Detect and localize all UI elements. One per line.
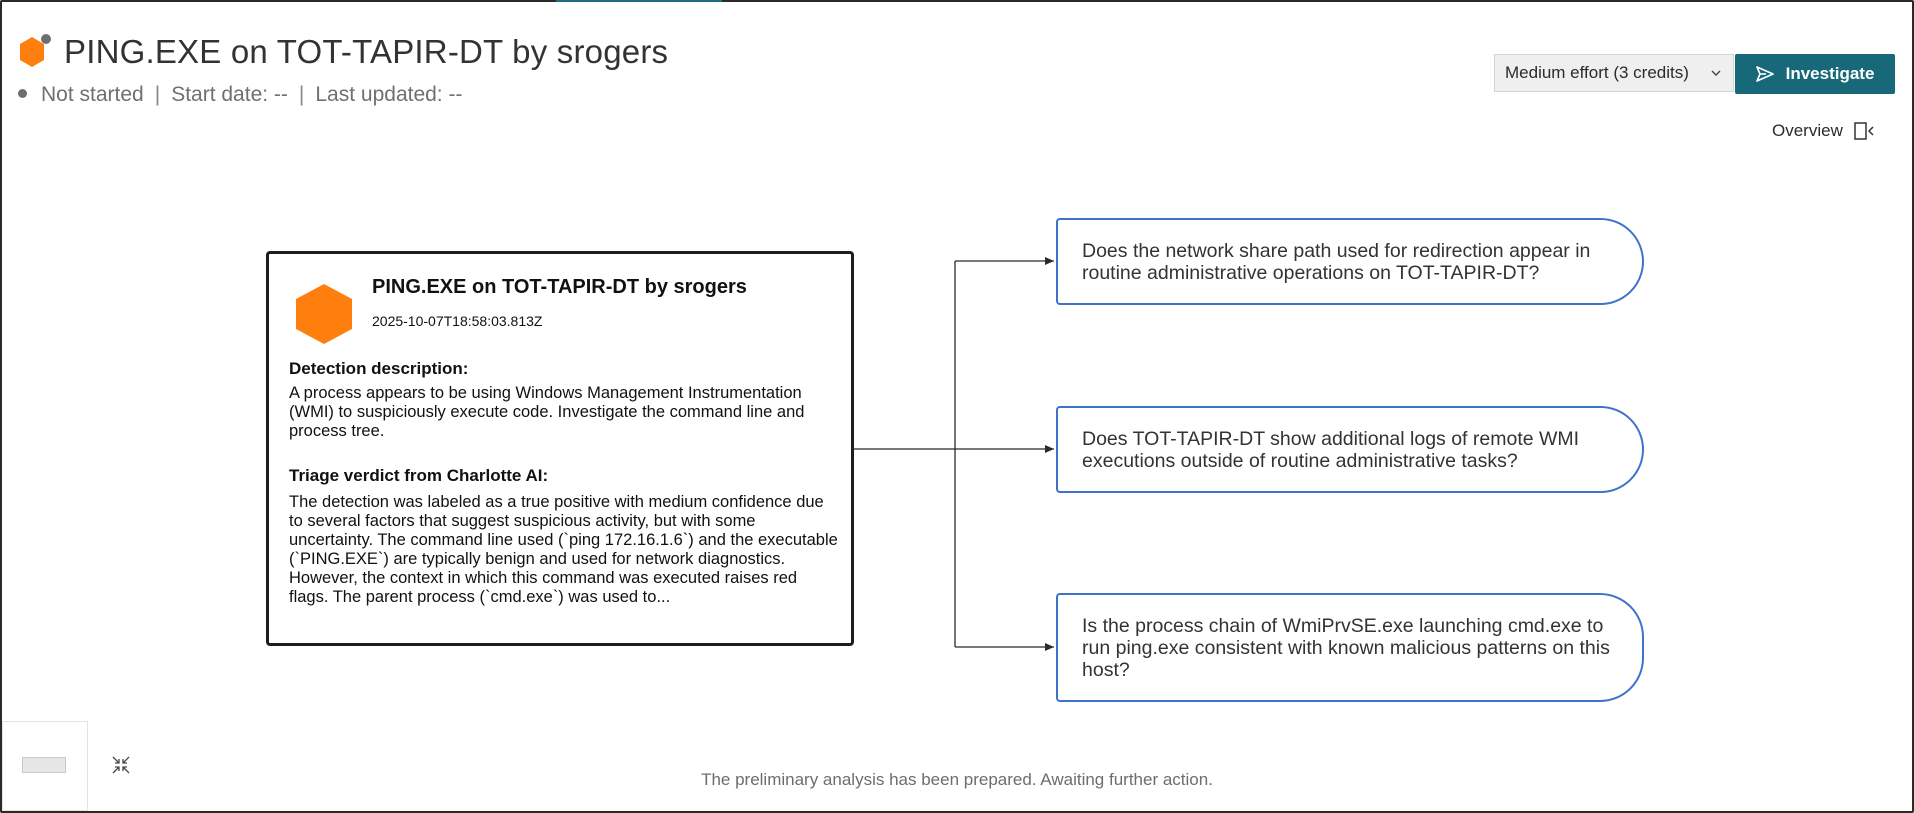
minimap-thumbnail[interactable] [22,757,66,773]
card-title: PING.EXE on TOT-TAPIR-DT by srogers [372,276,747,298]
investigate-button[interactable]: Investigate [1735,54,1895,94]
detection-card[interactable]: PING.EXE on TOT-TAPIR-DT by srogers 2025… [266,251,854,646]
chevron-down-icon [1711,70,1721,76]
status-text: Not started [41,83,144,106]
investigate-label: Investigate [1785,64,1875,83]
send-icon [1755,66,1774,82]
verdict-text: The detection was labeled as a true posi… [289,493,838,606]
status-dot-icon [18,88,27,98]
effort-select[interactable]: Medium effort (3 credits) [1494,54,1734,92]
panel-collapse-icon [1854,122,1874,140]
detection-hexagon-icon [18,33,52,71]
collapse-arrows-icon[interactable] [111,755,131,775]
card-timestamp: 2025-10-07T18:58:03.813Z [372,313,543,329]
question-text: Is the process chain of WmiPrvSE.exe lau… [1082,614,1610,681]
question-node-3[interactable]: Is the process chain of WmiPrvSE.exe lau… [1056,593,1644,702]
active-tab-indicator [556,0,722,2]
verdict-heading: Triage verdict from Charlotte AI: [289,466,549,485]
separator: | [154,83,161,106]
detection-hexagon-icon [296,284,352,344]
separator: | [298,83,305,106]
question-node-1[interactable]: Does the network share path used for red… [1056,218,1644,305]
description-heading: Detection description: [289,359,469,378]
effort-select-value: Medium effort (3 credits) [1505,63,1689,82]
status-message: The preliminary analysis has been prepar… [701,770,1213,789]
start-date: Start date: -- [171,83,288,106]
page-title: PING.EXE on TOT-TAPIR-DT by srogers [64,33,669,70]
description-text: A process appears to be using Windows Ma… [289,384,805,440]
question-text: Does the network share path used for red… [1082,239,1591,284]
question-text: Does TOT-TAPIR-DT show additional logs o… [1082,427,1580,472]
page-header: PING.EXE on TOT-TAPIR-DT by srogers [18,33,668,71]
question-node-2[interactable]: Does TOT-TAPIR-DT show additional logs o… [1056,406,1644,493]
overview-label: Overview [1772,121,1843,140]
status-meta: Not started | Start date: -- | Last upda… [18,83,462,107]
overview-toggle[interactable]: Overview [1772,121,1875,141]
last-updated: Last updated: -- [315,83,463,106]
